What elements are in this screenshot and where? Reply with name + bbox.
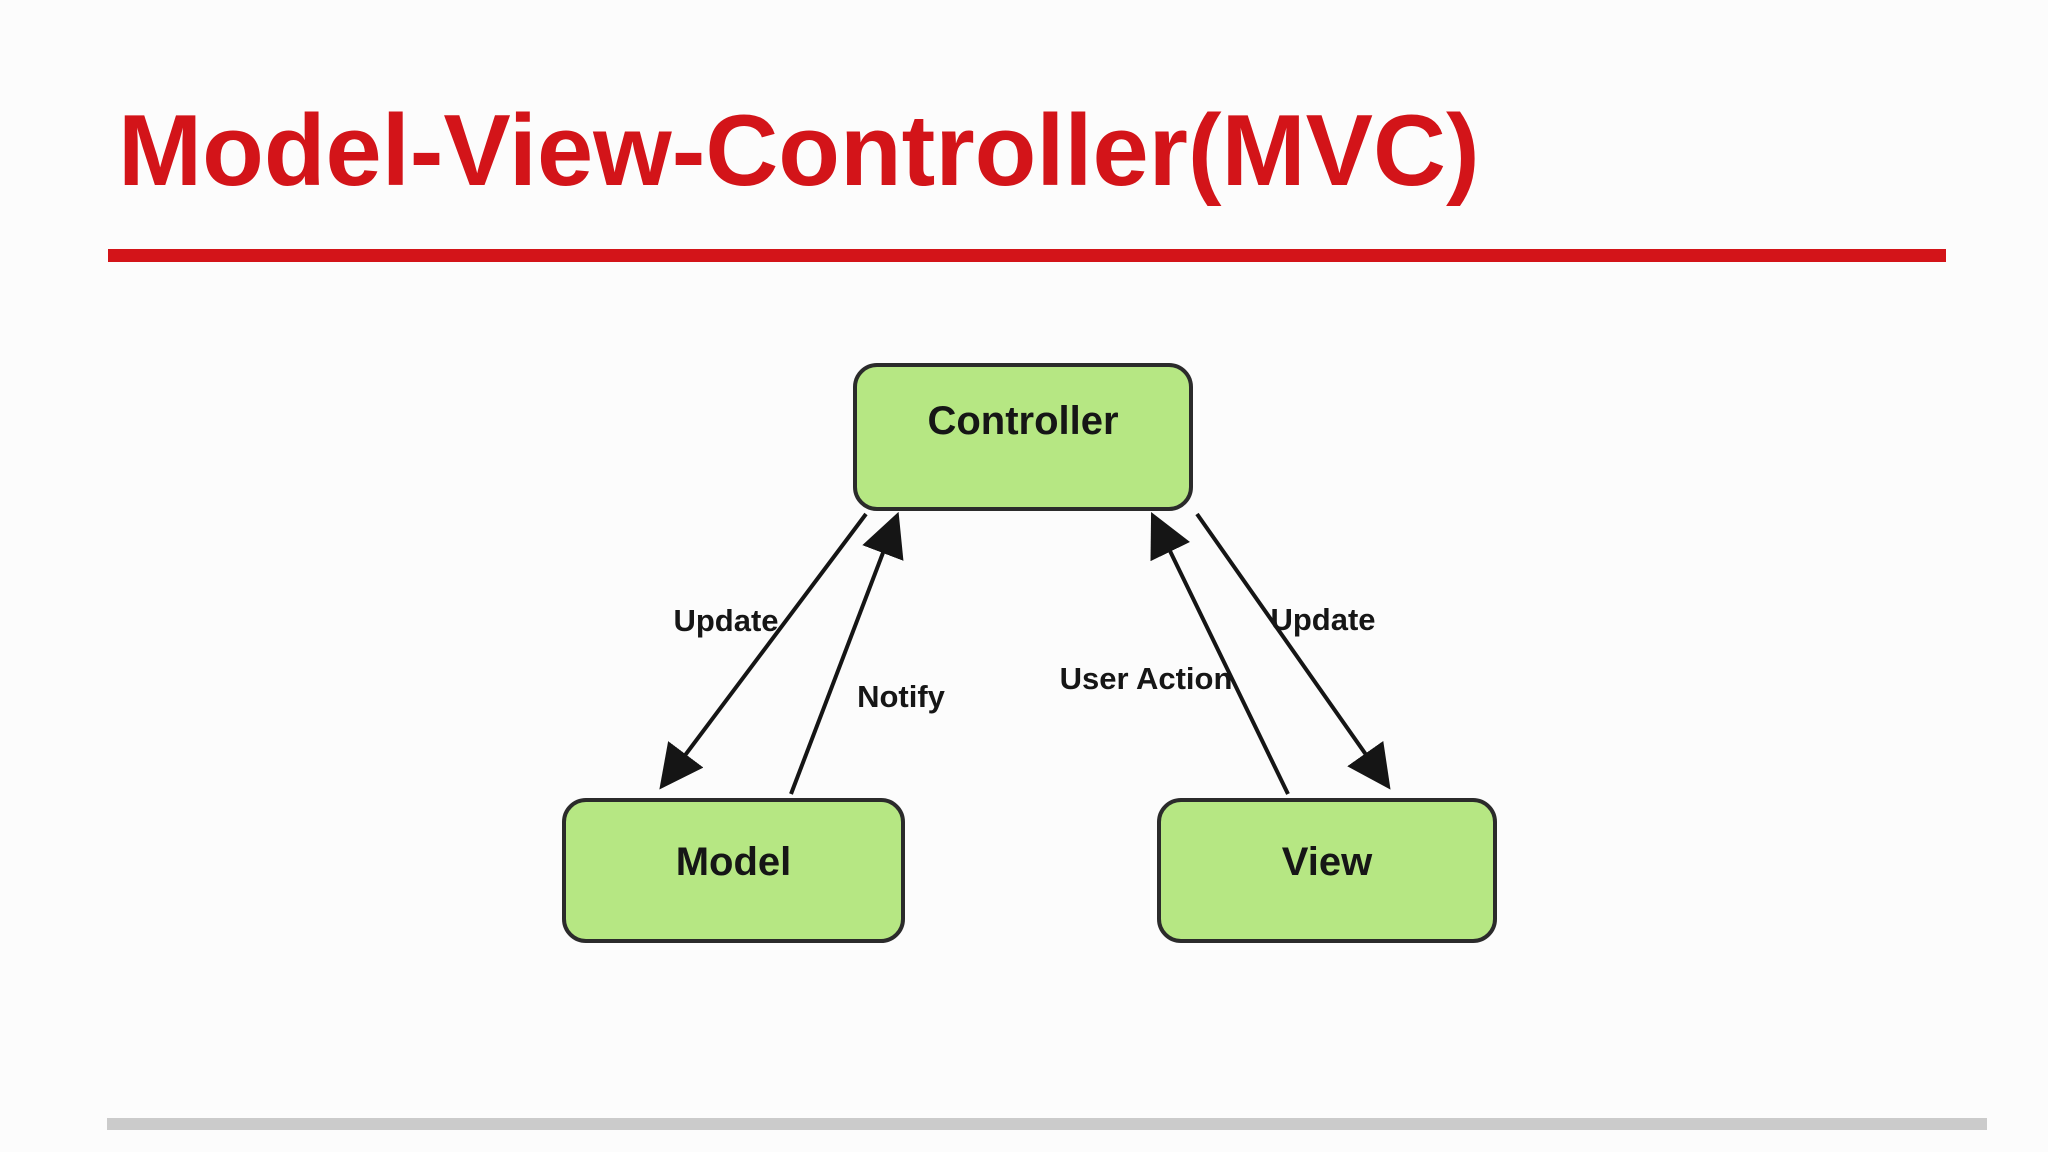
- node-label-view: View: [1281, 840, 1373, 884]
- edge-arrow-update-controller-to-model: [659, 512, 868, 790]
- node-label-controller: Controller: [927, 398, 1119, 443]
- edge-label-user-action: User Action: [1059, 661, 1233, 696]
- edge-arrow-notify-model-to-controller: [789, 511, 904, 795]
- diagram-node-view: View: [1157, 798, 1497, 943]
- diagram-node-model: Model: [562, 798, 905, 943]
- edge-arrow-user-action-view-to-controller: [1150, 512, 1290, 795]
- footer-bar: [107, 1118, 1987, 1130]
- slide-title: Model-View-Controller(MVC): [118, 95, 1480, 207]
- edge-label-notify: Notify: [857, 679, 945, 714]
- edge-label-update-controller-to-model: Update: [673, 603, 779, 638]
- edge-label-update-controller-to-view: Update: [1270, 602, 1376, 637]
- title-underline-rule: [108, 249, 1946, 262]
- edge-arrow-update-controller-to-view: [1195, 512, 1391, 790]
- diagram-node-controller: Controller: [853, 363, 1193, 511]
- node-label-model: Model: [675, 840, 792, 884]
